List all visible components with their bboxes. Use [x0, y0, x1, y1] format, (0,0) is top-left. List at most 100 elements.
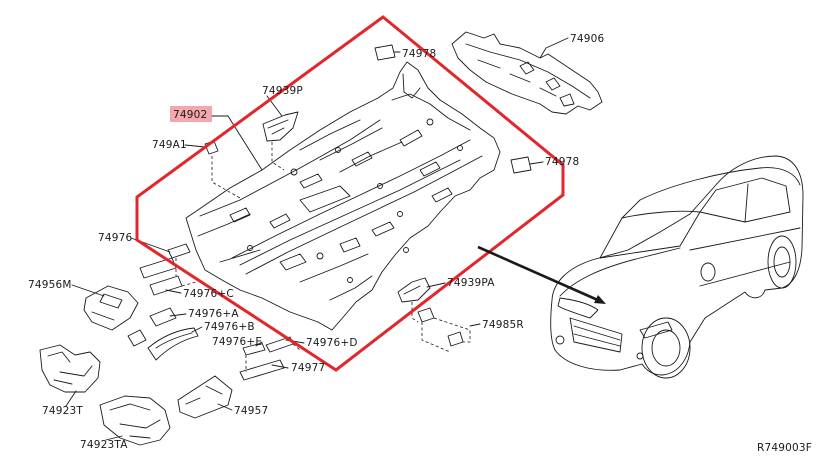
- label-74939P: 74939P: [262, 85, 303, 97]
- vehicle-rear-wheel: [767, 235, 797, 289]
- part-74902-drawing: [185, 61, 501, 331]
- part-74923TA-detail: [109, 403, 161, 439]
- leader-74977: [271, 364, 289, 369]
- part-74976-strip-1: [167, 243, 191, 259]
- vehicle-hood: [559, 247, 681, 297]
- part-74976A-drawing: [149, 307, 177, 327]
- part-74976B-clip: [127, 329, 147, 347]
- part-74956M-drawing: [83, 285, 139, 331]
- location-pointer-arrowhead: [594, 295, 606, 304]
- label-highlight-74902: [170, 106, 212, 122]
- label-74976B: 74976+B: [204, 321, 255, 333]
- leader-74978-right: [529, 161, 544, 165]
- label-74957: 74957: [234, 405, 268, 417]
- part-74923TA-outline: [99, 395, 171, 446]
- leader-74985R: [469, 323, 481, 327]
- vehicle-headlight-right: [639, 321, 673, 339]
- part-74985R-pad-1: [417, 307, 435, 323]
- part-74976B-drawing: [127, 327, 199, 361]
- leader-74939PA: [426, 282, 446, 288]
- vehicle-headlight-left: [557, 297, 599, 319]
- vehicle-body: [550, 155, 804, 376]
- part-74956M-detail: [91, 293, 123, 321]
- label-74923TA: 74923TA: [80, 439, 128, 451]
- part-74977-drawing: [239, 359, 285, 381]
- part-74976B-outline: [147, 327, 199, 361]
- label-74978-right: 74978: [545, 156, 579, 168]
- part-74939P-drawing: [262, 111, 299, 142]
- label-74976A: 74976+A: [188, 308, 239, 320]
- leader-74906: [539, 37, 569, 59]
- part-74985R-drawing: [417, 307, 464, 347]
- dashed-line-74939P: [271, 142, 285, 171]
- leader-74956M: [71, 284, 105, 297]
- vehicle-fog-light-left: [555, 335, 565, 345]
- label-74976E: 74976+E: [212, 336, 262, 348]
- label-74939PA: 74939PA: [447, 277, 495, 289]
- part-74957-outline: [177, 375, 233, 419]
- part-74939P-detail: [267, 119, 289, 135]
- vehicle-front-wheel-hub: [651, 329, 681, 367]
- label-74977: 74977: [291, 362, 325, 374]
- leader-74923T: [65, 390, 77, 407]
- part-74923T-detail: [47, 351, 93, 385]
- part-74957-detail: [185, 385, 223, 405]
- part-74902-holes: [247, 118, 463, 283]
- part-74956M-outline: [83, 285, 139, 331]
- part-74939PA-detail: [403, 285, 421, 295]
- part-74978-right-drawing: [510, 156, 532, 174]
- part-labels: 74902 74939P 749A1 74978 74906 74978 749…: [28, 33, 812, 454]
- label-749A1: 749A1: [152, 139, 187, 151]
- label-74956M: 74956M: [28, 279, 72, 291]
- location-pointer: [477, 245, 606, 304]
- label-74976C: 74976+C: [183, 288, 234, 300]
- location-pointer-line: [477, 245, 601, 303]
- part-74939PA-outline: [397, 277, 431, 303]
- part-74902-detail: [197, 73, 483, 301]
- dashed-line-74976: [175, 258, 197, 287]
- vehicle-rear-wheel-hub: [773, 246, 791, 278]
- vehicle-side-window: [699, 177, 791, 223]
- reference-code: R749003F: [757, 442, 812, 454]
- leader-74957: [217, 403, 233, 411]
- dashed-guide-lines: [175, 142, 471, 372]
- label-74976: 74976: [98, 232, 133, 244]
- leader-74902: [211, 115, 263, 171]
- part-74939P-outline: [262, 111, 299, 142]
- vehicle-grille: [569, 317, 623, 353]
- vehicle-front-wheel: [641, 317, 691, 379]
- part-74985R-pad-2: [447, 331, 464, 347]
- label-74902: 74902: [173, 109, 207, 121]
- leader-74976E: [255, 341, 263, 347]
- label-74985R: 74985R: [482, 319, 524, 331]
- label-74976D: 74976+D: [306, 337, 358, 349]
- leader-74976A: [169, 313, 187, 317]
- part-74923TA-drawing: [99, 395, 171, 446]
- part-74957-drawing: [177, 375, 233, 419]
- label-74906: 74906: [570, 33, 605, 45]
- label-74923T: 74923T: [42, 405, 83, 417]
- leader-749A1: [184, 144, 206, 148]
- leader-74976B: [191, 326, 203, 333]
- part-74923T-drawing: [39, 344, 101, 393]
- vehicle-outline: [550, 155, 804, 379]
- vehicle-side-crease: [689, 227, 801, 287]
- part-74906-drawing: [451, 31, 603, 115]
- vehicle-roof: [621, 167, 801, 219]
- part-74902-outline: [185, 61, 501, 331]
- part-74976E-drawing: [242, 342, 266, 356]
- part-74939PA-drawing: [397, 277, 431, 303]
- part-74976-drawing: [139, 243, 191, 296]
- part-74906-detail: [465, 43, 591, 107]
- part-74976B-detail: [155, 332, 193, 349]
- part-74923T-outline: [39, 344, 101, 393]
- highlight-outline: [135, 15, 565, 372]
- leader-74976C: [165, 289, 182, 294]
- leader-74923TA: [105, 435, 123, 441]
- vehicle-mirror: [700, 262, 716, 282]
- dashed-line-front: [245, 343, 301, 372]
- vehicle-windshield: [599, 210, 701, 259]
- dashed-line-74985R: [421, 317, 471, 353]
- label-74978-top: 74978: [402, 48, 436, 60]
